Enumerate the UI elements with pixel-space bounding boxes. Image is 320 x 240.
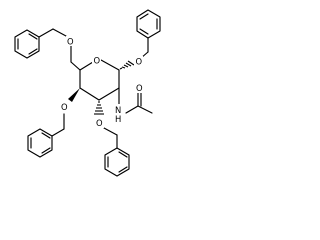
hashed-bond-c1-o1	[119, 60, 135, 70]
anomeric-benzyloxy-group	[119, 9, 161, 70]
hashed-bond-c3-o3	[94, 101, 104, 115]
phenyl-ring-4	[104, 147, 130, 177]
amide-hydrogen-label: H	[115, 114, 121, 124]
bond-n-carbonyl	[125, 105, 139, 114]
molecule-drawing: O O O O O N H O	[14, 9, 161, 177]
c4-oxygen-label: O	[61, 102, 68, 112]
c4-benzyloxy-group	[27, 88, 80, 158]
bond-c3-c4	[79, 87, 100, 101]
c6-oxygen-label: O	[67, 37, 74, 47]
bond-c2-c3	[98, 87, 120, 101]
pyranose-ring	[79, 59, 120, 101]
ring-oxygen-label: O	[94, 56, 101, 66]
phenyl-ring-2	[14, 29, 40, 59]
chemical-structure-figure: O O O O O N H O	[0, 0, 191, 190]
amide-nitrogen-label: N	[115, 105, 121, 115]
phenyl-ring-1	[136, 9, 161, 39]
acetyl-oxygen-label: O	[136, 83, 143, 93]
wedge-bond-c4-o4	[68, 88, 80, 102]
acetamido-group	[118, 87, 153, 114]
c3-oxygen-label: O	[96, 118, 103, 128]
bond-ch2-phenyl	[51, 128, 65, 137]
c3-benzyloxy-group	[94, 101, 130, 177]
bond-c5-o5	[79, 61, 94, 71]
bond-o6-ch2	[52, 28, 67, 37]
phenyl-ring-3	[27, 128, 53, 158]
bond-c5-c6	[70, 61, 81, 71]
atom-labels: O O O O O N H O	[60, 36, 144, 128]
anomeric-oxygen-label: O	[136, 57, 143, 67]
bond-carbonyl-methyl	[137, 105, 153, 114]
c6-benzyloxymethyl-group	[14, 28, 81, 71]
bond-o3-ch2	[103, 127, 118, 136]
bond-o5-c1	[100, 59, 120, 71]
bond-ch2-phenyl	[38, 28, 54, 38]
